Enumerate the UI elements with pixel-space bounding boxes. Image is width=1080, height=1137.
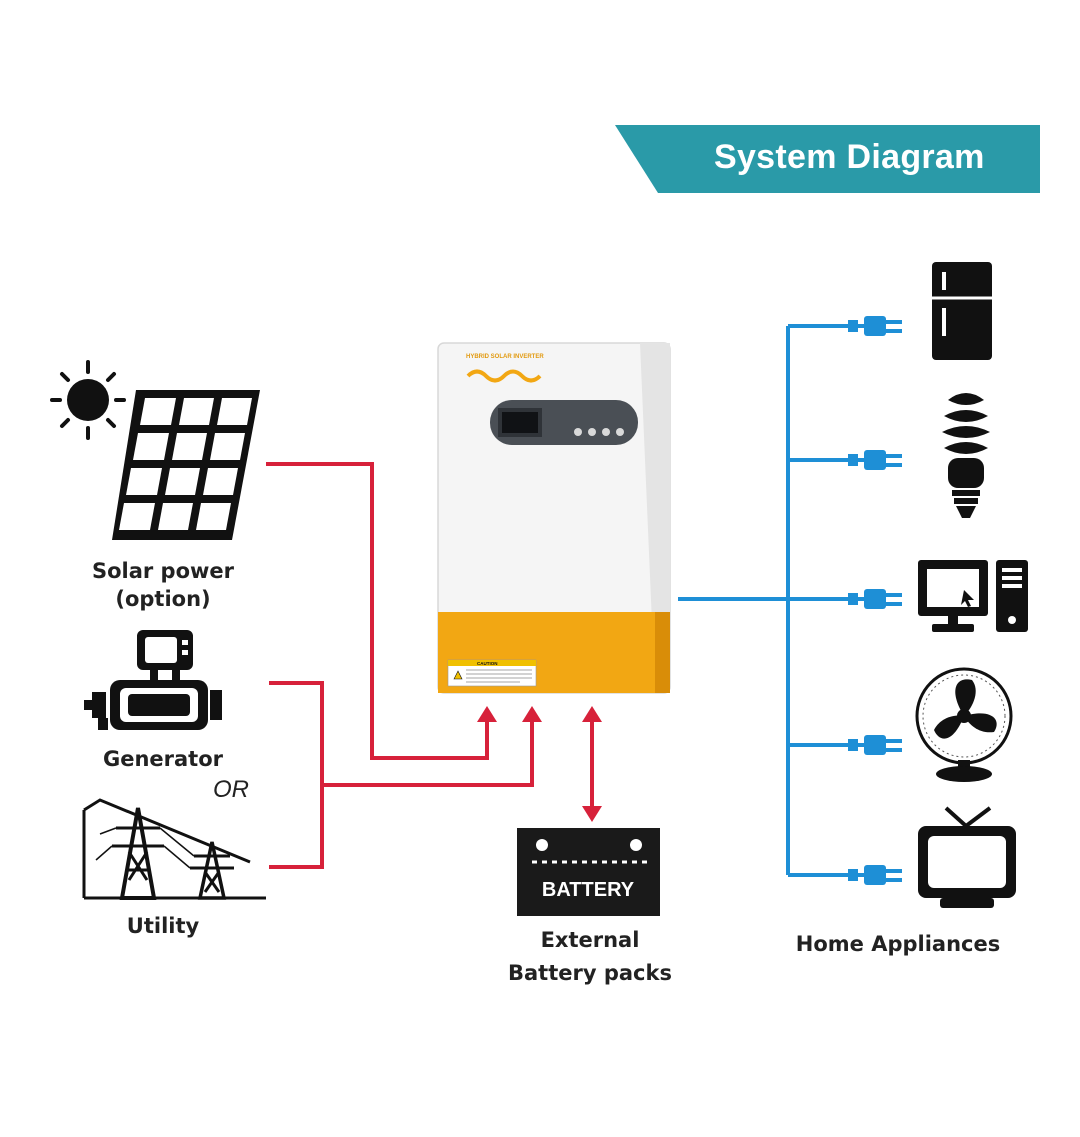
grid-wire xyxy=(322,718,534,787)
battery-label-line1: External xyxy=(540,928,640,952)
battery-label-line2: Battery packs xyxy=(508,961,672,985)
battery-icon-text: BATTERY xyxy=(542,879,635,901)
sun-icon xyxy=(50,360,126,440)
fan-icon xyxy=(915,667,1013,782)
generator-label: Generator xyxy=(102,747,224,771)
or-label: OR xyxy=(213,776,249,803)
generator-wire xyxy=(269,681,324,869)
input-wires xyxy=(266,462,594,869)
solar-wire xyxy=(266,462,489,760)
tv-icon xyxy=(918,806,1016,908)
lightbulb-icon xyxy=(942,393,990,518)
solar-panel-icon xyxy=(112,390,260,540)
battery-arrowhead-down xyxy=(582,806,602,822)
plug-icon xyxy=(848,450,902,470)
plugs xyxy=(848,316,902,885)
title-banner xyxy=(615,125,1040,193)
plug-icon xyxy=(848,589,902,609)
arrowheads xyxy=(477,706,602,822)
inverter-unit: HYBRID SOLAR INVERTER CAUTION xyxy=(437,342,671,694)
plug-icon xyxy=(848,865,902,885)
solar-label-line2: (option) xyxy=(115,587,211,611)
solar-arrowhead xyxy=(477,706,497,722)
solar-label: Solar power (option) xyxy=(78,557,248,613)
power-pylon-icon xyxy=(82,798,266,900)
generator-icon xyxy=(84,630,222,730)
grid-arrowhead xyxy=(522,706,542,722)
solar-label-line1: Solar power xyxy=(91,559,235,583)
battery-label: External Battery packs xyxy=(490,924,690,990)
plug-icon xyxy=(848,316,902,336)
plug-icon xyxy=(848,735,902,755)
battery-icon: BATTERY xyxy=(517,828,660,916)
inverter-brand-text: HYBRID SOLAR INVERTER xyxy=(466,354,544,360)
home-appliances-label: Home Appliances xyxy=(795,932,1001,956)
utility-label: Utility xyxy=(126,914,200,938)
output-wires xyxy=(678,324,876,877)
page-title: System Diagram xyxy=(714,138,985,176)
refrigerator-icon xyxy=(932,262,992,360)
computer-icon xyxy=(918,560,1028,632)
battery-arrowhead-up xyxy=(582,706,602,722)
caution-text: CAUTION xyxy=(477,661,498,666)
